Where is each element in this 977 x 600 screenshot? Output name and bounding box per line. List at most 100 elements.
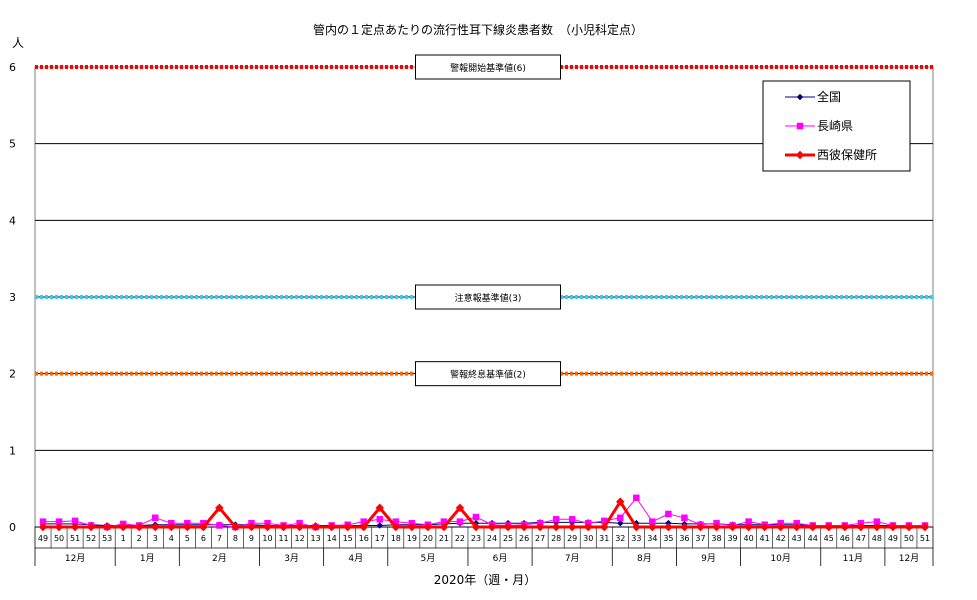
x-tick-label: 46 [840,534,850,543]
data-point [712,522,721,532]
data-point [631,522,641,532]
y-tick-label: 2 [9,368,16,381]
x-tick-label: 51 [70,534,80,543]
y-tick-label: 3 [9,291,16,304]
reference-label: 警報終息基準値(2) [450,369,526,381]
month-label: 6月 [493,553,508,564]
data-point [359,522,369,532]
x-tick-label: 27 [535,534,545,543]
data-point [795,150,805,160]
x-tick-label: 20 [423,534,433,543]
data-point [617,514,624,522]
x-tick-label: 47 [856,534,866,543]
month-label: 1月 [140,553,155,564]
data-point [327,522,337,532]
y-axis-label: 人 [12,36,24,50]
data-point [423,522,433,532]
x-tick-label: 25 [503,534,513,543]
data-point [295,522,304,532]
x-tick-label: 21 [439,534,449,543]
data-point [551,522,561,532]
series-2 [38,497,930,532]
data-point [216,522,223,529]
data-point [134,522,144,532]
x-tick-label: 13 [311,534,321,543]
x-tick-label: 35 [663,534,673,543]
data-point [166,522,176,532]
data-point [888,522,898,532]
data-point [407,522,417,532]
data-point [648,522,657,532]
data-point [519,522,529,532]
data-point [375,503,385,513]
data-point [904,522,914,532]
reference-label-box [415,361,561,387]
series-line [43,497,925,528]
data-point [681,514,688,522]
data-point [680,522,689,532]
data-point [118,522,128,532]
x-tick-label: 42 [776,534,786,543]
x-tick-label: 19 [407,534,417,543]
x-tick-label: 50 [904,534,914,543]
month-label: 3月 [284,553,299,564]
data-point [552,516,560,523]
data-point [568,516,576,523]
y-tick-label: 0 [9,521,16,534]
x-tick-label: 11 [278,534,288,543]
x-tick-label: 33 [631,534,641,543]
x-tick-label: 49 [888,534,898,543]
x-tick-label: 30 [583,534,593,543]
x-tick-label: 22 [455,534,465,543]
data-point [247,522,256,532]
data-point [487,522,497,532]
x-tick-label: 3 [153,534,158,543]
legend-label: 西彼保健所 [817,148,877,162]
data-point [583,522,593,532]
data-point [439,522,449,532]
x-tick-label: 34 [647,534,657,543]
y-tick-label: 5 [9,138,16,151]
x-tick-label: 49 [38,534,48,543]
month-label: 12月 [65,553,85,564]
data-point [616,519,624,527]
data-point [503,522,513,532]
reference-label-box [415,54,561,80]
x-tick-label: 36 [679,534,689,543]
data-point [182,522,192,532]
data-point [696,522,705,532]
x-tick-label: 16 [359,534,369,543]
x-tick-label: 50 [54,534,64,543]
data-point [376,516,384,523]
data-point [215,503,224,513]
x-axis-label: 2020年（週・月） [434,573,537,587]
data-point [150,522,160,532]
x-tick-label: 4 [169,534,174,543]
x-tick-label: 52 [86,534,96,543]
x-tick-label: 29 [567,534,577,543]
data-point [728,522,737,532]
month-label: 7月 [565,553,580,564]
month-label: 2月 [212,553,227,564]
month-label: 5月 [421,553,436,564]
data-point [263,522,272,532]
x-tick-label: 14 [327,534,337,543]
data-point [152,514,159,522]
data-point [455,503,465,513]
data-point [856,522,866,532]
month-label: 10月 [770,553,790,564]
data-point [776,522,786,532]
x-tick-label: 9 [249,534,254,543]
data-point [664,522,673,532]
data-point [376,522,384,529]
data-point [70,522,80,532]
data-point [231,522,240,532]
data-point [199,522,208,532]
y-tick-label: 6 [9,61,16,74]
data-point [535,522,545,532]
data-point [471,522,481,532]
month-label: 11月 [843,553,863,564]
data-point [472,513,480,521]
x-tick-label: 28 [551,534,561,543]
x-tick-label: 15 [343,534,353,543]
